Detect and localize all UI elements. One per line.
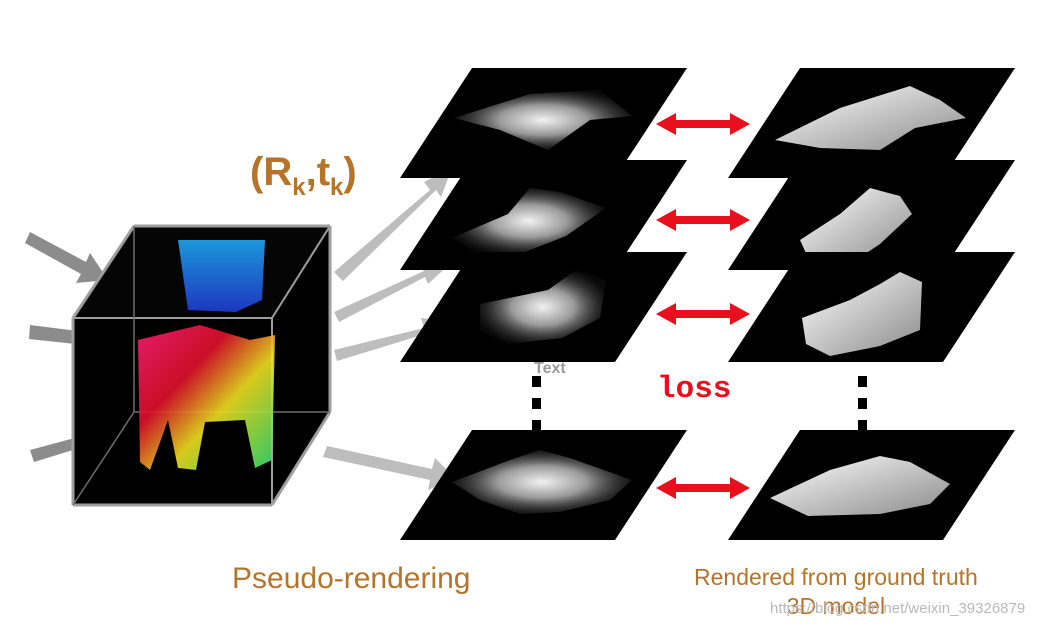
ground-truth-caption: Rendered from ground truth 3D model <box>694 563 978 621</box>
point-cloud-chair <box>178 240 265 312</box>
text-overlay-label: Text <box>534 360 566 377</box>
gt-panel-4 <box>728 430 1015 540</box>
pseudo-panel-1 <box>400 68 687 178</box>
double-arrow-3 <box>656 303 750 325</box>
loss-label: loss <box>657 372 732 407</box>
pseudo-panel-4 <box>400 430 687 540</box>
pseudo-panel-2 <box>400 160 687 270</box>
pseudo-rendering-caption: Pseudo-rendering <box>232 562 471 595</box>
double-arrow-1 <box>656 113 750 135</box>
pose-arrow-4 <box>323 446 455 490</box>
point-cloud-cube <box>71 224 332 507</box>
pose-arrow-2 <box>334 262 452 322</box>
loss-arrows <box>656 113 750 499</box>
pseudo-rendered-panels <box>400 68 687 540</box>
ground-truth-panels <box>728 68 1015 540</box>
gt-panel-2 <box>728 160 1015 270</box>
pose-label: (Rk,tk) <box>250 150 357 201</box>
watermark: https://blog.csdn.net/weixin_39326879 <box>770 600 1026 617</box>
pseudo-panel-3 <box>400 252 687 362</box>
gt-panel-3 <box>728 252 1015 362</box>
ellipsis-dots <box>532 376 867 431</box>
ground-truth-caption-line2: 3D model <box>786 593 886 619</box>
gt-panel-1 <box>728 68 1015 178</box>
ground-truth-caption-line1: Rendered from ground truth <box>694 564 978 590</box>
pose-arrow-1 <box>334 168 452 281</box>
double-arrow-2 <box>656 209 750 231</box>
double-arrow-4 <box>656 477 750 499</box>
input-arrow-top <box>25 232 108 283</box>
